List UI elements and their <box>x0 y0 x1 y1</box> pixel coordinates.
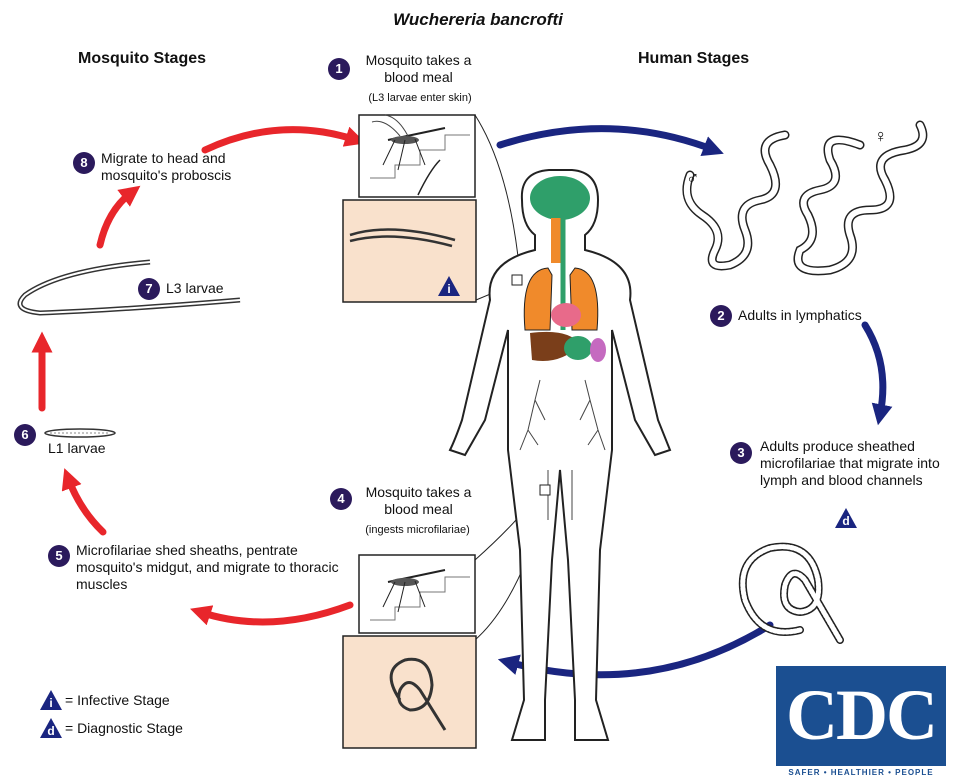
arrow-7-to-8 <box>100 192 132 245</box>
diagnostic-stage-marker: d <box>835 508 857 528</box>
arrow-4-to-5 <box>200 605 350 622</box>
diagnostic-marker-letter: d <box>835 514 857 528</box>
arrow-2-to-3 <box>865 325 883 415</box>
infective-marker-letter: i <box>438 282 460 296</box>
mosquito-bite-inset-bottom <box>359 555 475 633</box>
female-symbol: ♀ <box>874 126 888 147</box>
mosquito-bite-inset-top <box>359 115 475 197</box>
step-1-sublabel: (L3 larvae enter skin) <box>345 92 495 104</box>
arrow-5-to-6 <box>68 478 103 532</box>
step-3-label: Adults produce sheathed microfilariae th… <box>760 438 956 489</box>
legend-infective-letter: i <box>40 696 62 710</box>
cdc-logo-letters: CDC <box>776 674 946 757</box>
human-body-figure <box>450 170 670 740</box>
infective-stage-marker: i <box>438 276 460 296</box>
legend-diagnostic-icon: d <box>40 718 62 738</box>
male-symbol: ♂ <box>686 168 700 189</box>
step-4-marker: 4 <box>330 488 352 510</box>
step-1-label: Mosquito takes a blood meal <box>356 52 481 86</box>
stomach <box>564 336 592 360</box>
l1-larva-drawing <box>45 429 115 437</box>
trachea <box>551 218 561 263</box>
human-stages-heading: Human Stages <box>638 50 749 68</box>
brain <box>530 176 590 220</box>
step-5-label: Microfilariae shed sheaths, pentrate mos… <box>76 542 341 593</box>
step-6-label: L1 larvae <box>48 440 106 457</box>
diagram-title: Wuchereria bancrofti <box>0 10 956 30</box>
step-6-marker: 6 <box>14 424 36 446</box>
legend-infective-icon: i <box>40 690 62 710</box>
legend-infective-label: = Infective Stage <box>65 692 170 709</box>
spleen <box>590 338 606 362</box>
step-3-marker: 3 <box>730 442 752 464</box>
step-4-sublabel: (ingests microfilariae) <box>340 524 495 536</box>
microfilaria-ingested-inset <box>343 636 476 748</box>
sheathed-microfilaria <box>743 547 840 640</box>
step-5-marker: 5 <box>48 545 70 567</box>
step-8-label: Migrate to head and mosquito's proboscis <box>101 150 281 184</box>
cdc-tagline: SAFER • HEALTHIER • PEOPLE <box>776 768 946 777</box>
arrow-8-to-1 <box>205 130 356 150</box>
step-2-label: Adults in lymphatics <box>738 307 862 324</box>
step-4-label: Mosquito takes a blood meal <box>356 484 481 518</box>
cdc-logo: CDC <box>776 666 946 766</box>
step-2-marker: 2 <box>710 305 732 327</box>
arrow-1-to-2 <box>500 129 714 150</box>
legend-diagnostic-letter: d <box>40 724 62 738</box>
mosquito-stages-heading: Mosquito Stages <box>78 50 206 68</box>
heart <box>551 303 581 327</box>
step-7-marker: 7 <box>138 278 160 300</box>
step-8-marker: 8 <box>73 152 95 174</box>
legend-diagnostic-label: = Diagnostic Stage <box>65 720 183 737</box>
step-1-marker: 1 <box>328 58 350 80</box>
step-7-label: L3 larvae <box>166 280 224 297</box>
